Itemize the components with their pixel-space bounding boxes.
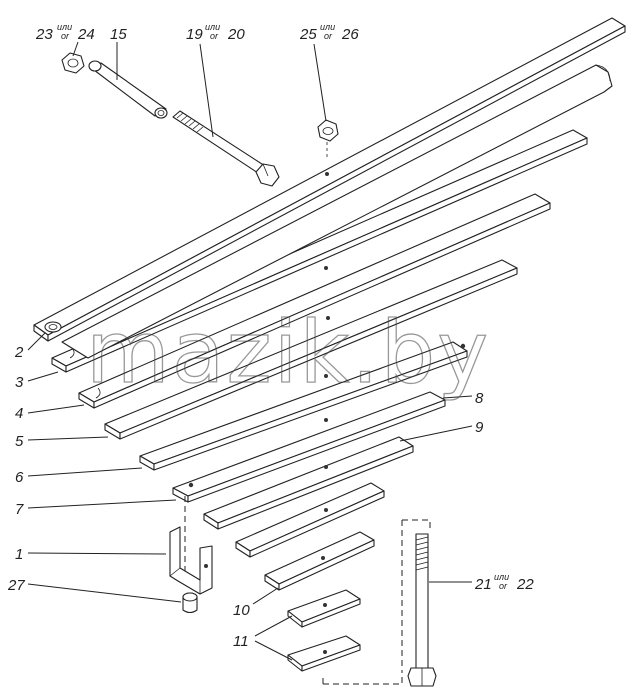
- watermark-text: mazik.by: [86, 303, 490, 403]
- bushing-tube-15: [88, 60, 168, 119]
- leaf-7: [172, 391, 446, 503]
- svg-text:19: 19: [186, 26, 203, 43]
- callout-19-20: 19 или or 20: [186, 22, 245, 43]
- svg-text:or: or: [499, 581, 508, 591]
- callout-6: 6: [15, 469, 24, 486]
- nut-25-26: [317, 119, 339, 160]
- svg-text:или: или: [494, 572, 509, 582]
- svg-text:24: 24: [77, 26, 95, 43]
- svg-text:26: 26: [341, 26, 359, 43]
- nut-23-24: [61, 52, 85, 74]
- callout-21-22: 21 или or 22: [474, 572, 534, 593]
- callout-25-26: 25 или or 26: [299, 22, 359, 43]
- svg-text:22: 22: [516, 576, 534, 593]
- callout-3: 3: [15, 374, 24, 391]
- center-bolt-21-22: [407, 533, 437, 687]
- callout-11: 11: [233, 633, 249, 650]
- leaf-5: [104, 259, 518, 440]
- bolt-19-20: [172, 110, 280, 187]
- svg-text:или: или: [320, 22, 335, 32]
- callout-8: 8: [475, 390, 484, 407]
- svg-text:или: или: [57, 22, 72, 32]
- leader-lines: [27, 41, 473, 661]
- svg-text:or: or: [324, 31, 333, 41]
- leaf-11-upper-plate: [287, 589, 361, 628]
- leaf-6: [139, 341, 468, 471]
- svg-text:or: or: [61, 31, 70, 41]
- clamp-1: [169, 526, 213, 595]
- svg-text:25: 25: [299, 26, 317, 43]
- leaf-8: [203, 436, 414, 530]
- callout-1: 1: [15, 546, 23, 563]
- svg-text:or: or: [210, 31, 219, 41]
- callout-10: 10: [233, 602, 250, 619]
- rivet-27: [182, 592, 198, 614]
- callout-23-24: 23 или or 24: [35, 22, 95, 43]
- svg-text:или: или: [205, 22, 220, 32]
- leaf-4: [78, 193, 551, 409]
- svg-text:21: 21: [474, 576, 492, 593]
- leaf-10: [264, 531, 375, 591]
- assembly-dashed-line: [184, 496, 431, 685]
- svg-text:20: 20: [227, 26, 245, 43]
- callout-9: 9: [475, 419, 484, 436]
- leaf-2-main: [33, 17, 626, 359]
- svg-text:23: 23: [35, 26, 53, 43]
- callout-2: 2: [14, 344, 24, 361]
- callout-7: 7: [15, 501, 24, 518]
- leaf-11-lower-plate: [287, 635, 361, 672]
- callout-15: 15: [110, 26, 127, 43]
- callout-4: 4: [15, 405, 23, 422]
- leaf-9: [235, 482, 385, 558]
- callout-27: 27: [7, 577, 25, 594]
- callout-5: 5: [15, 433, 24, 450]
